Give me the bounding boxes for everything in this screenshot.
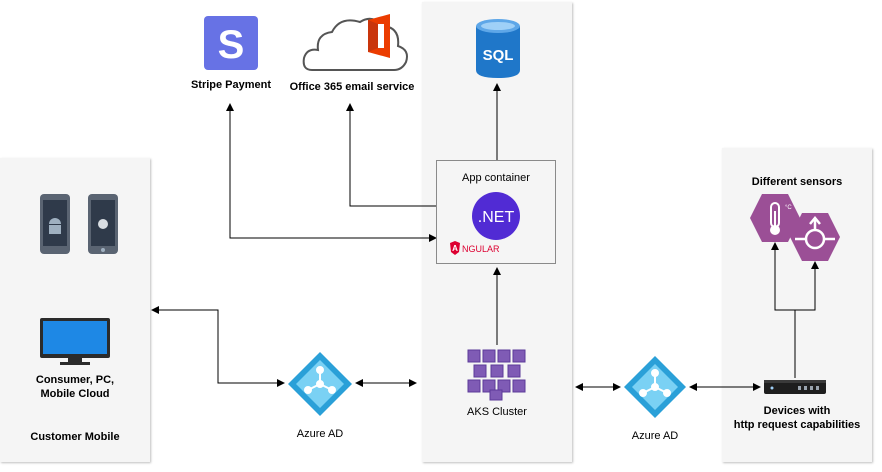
dotnet-icon: .NET (472, 192, 520, 240)
azure-ad-right-label: Azure AD (631, 430, 679, 442)
aks-label: AKS Cluster (467, 406, 527, 418)
android-phone-icon (40, 194, 70, 254)
thermometer-sensor-icon: °C (749, 193, 801, 243)
app-container-title: App container (462, 172, 530, 184)
sensors-panel (722, 148, 872, 462)
aks-cluster-icon (464, 348, 530, 402)
arrow-devices-to-flow (794, 261, 819, 378)
office-label: Office 365 email service (289, 81, 415, 93)
customer-devices-line1: Consumer, PC, (35, 374, 115, 386)
office-cloud-icon (302, 12, 412, 74)
customer-title: Customer Mobile (30, 431, 120, 443)
arrow-ad-to-customer (151, 306, 285, 387)
arrow-devices-to-thermo (771, 242, 796, 378)
sql-database-icon: SQL (474, 18, 522, 78)
customer-devices-line2: Mobile Cloud (40, 388, 110, 400)
dotnet-text: .NET (478, 209, 515, 226)
arrow-app-to-stripe (226, 103, 437, 242)
sql-text: SQL (483, 47, 514, 64)
monitor-icon (40, 318, 110, 366)
customer-panel (0, 158, 150, 462)
angular-initial: A (452, 244, 458, 253)
arrow-app-to-office (346, 103, 436, 207)
devices-line1: Devices with (763, 405, 831, 417)
stripe-glyph: S (218, 23, 245, 67)
azure-ad-right-icon (622, 354, 688, 420)
azure-ad-left-icon (286, 350, 354, 418)
sensors-title: Different sensors (751, 176, 843, 188)
svg-text:°C: °C (785, 205, 792, 211)
stripe-label: Stripe Payment (190, 79, 272, 91)
stripe-icon: S (204, 16, 258, 70)
devices-line2: http request capabilities (733, 419, 861, 431)
http-device-icon (764, 378, 826, 396)
angular-logo-icon: A NGULAR (449, 240, 519, 256)
iphone-icon (88, 194, 118, 254)
angular-text: NGULAR (462, 244, 500, 254)
flow-sensor-icon (789, 212, 841, 262)
azure-ad-left-label: Azure AD (296, 428, 344, 440)
office-logo-icon (368, 14, 390, 58)
